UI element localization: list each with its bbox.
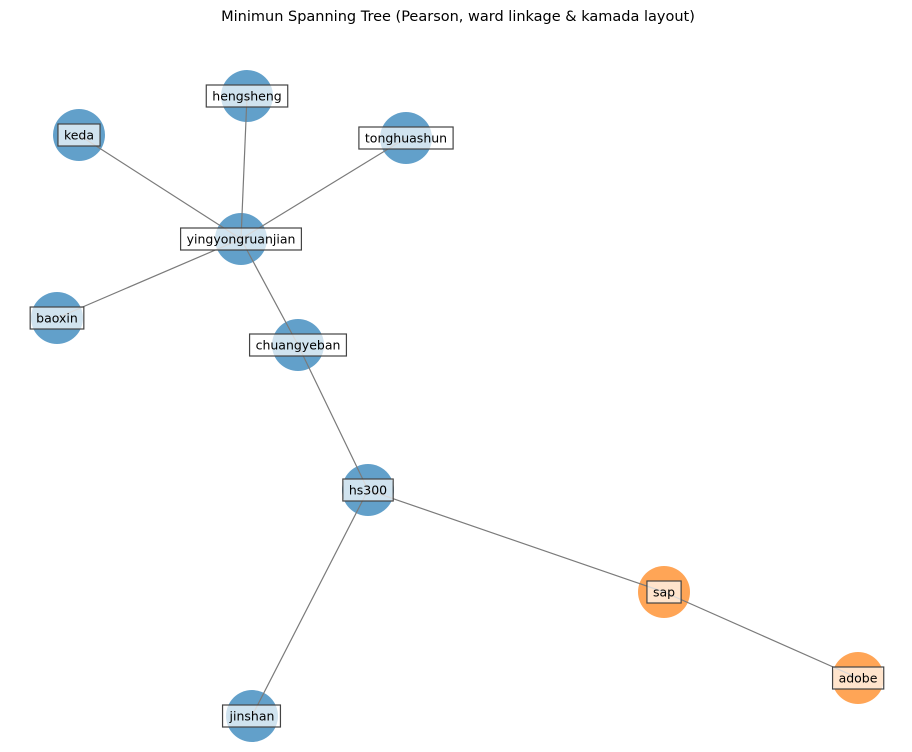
node-label-tonghuashun: tonghuashun <box>358 126 454 150</box>
node-label-text: hs300 <box>349 483 387 498</box>
node-label-text: jinshan <box>229 709 275 724</box>
node-label-box <box>646 580 682 604</box>
node-label-baoxin: baoxin <box>29 306 85 330</box>
edges-layer <box>56 95 859 717</box>
node-label-box <box>29 306 85 330</box>
edge-sap-adobe <box>663 591 859 679</box>
node-label-adobe: adobe <box>831 666 885 690</box>
node-label-box <box>57 123 101 147</box>
node-label-keda: keda <box>57 123 101 147</box>
node-label-box <box>831 666 885 690</box>
nodes-layer <box>31 70 884 742</box>
node-label-text: chuangyeban <box>256 338 341 353</box>
node-label-text: adobe <box>839 671 878 686</box>
edge-hengsheng-yingyongruanjian <box>240 95 248 240</box>
node-label-text: baoxin <box>36 311 78 326</box>
node-label-box <box>248 333 348 357</box>
node-label-chuangyeban: chuangyeban <box>248 333 348 357</box>
node-label-box <box>358 126 454 150</box>
edge-tonghuashun-yingyongruanjian <box>240 137 407 240</box>
node-label-hengsheng: hengsheng <box>205 84 289 108</box>
node-label-box <box>179 227 303 251</box>
node-label-text: hengsheng <box>212 89 281 104</box>
edge-hs300-sap <box>367 489 665 593</box>
node-label-jinshan: jinshan <box>221 704 282 728</box>
node-label-box <box>221 704 282 728</box>
node-label-text: sap <box>653 585 675 600</box>
node-label-text: yingyongruanjian <box>187 232 296 247</box>
edge-yingyongruanjian-chuangyeban <box>240 238 299 346</box>
node-label-text: tonghuashun <box>365 131 447 146</box>
node-label-box <box>342 478 394 502</box>
edge-hs300-jinshan <box>251 489 369 717</box>
labels-layer: keda hengsheng tonghuashun yingyongruanjian… <box>29 84 885 728</box>
edge-keda-yingyongruanjian <box>78 134 242 240</box>
diagram-title: Minimun Spanning Tree (Pearson, ward lin… <box>221 9 695 25</box>
edge-chuangyeban-hs300 <box>297 344 369 491</box>
node-label-hs300: hs300 <box>342 478 394 502</box>
edge-baoxin-yingyongruanjian <box>56 238 242 319</box>
node-label-box <box>205 84 289 108</box>
node-label-sap: sap <box>646 580 682 604</box>
node-label-yingyongruanjian: yingyongruanjian <box>179 227 303 251</box>
node-label-text: keda <box>64 128 94 143</box>
